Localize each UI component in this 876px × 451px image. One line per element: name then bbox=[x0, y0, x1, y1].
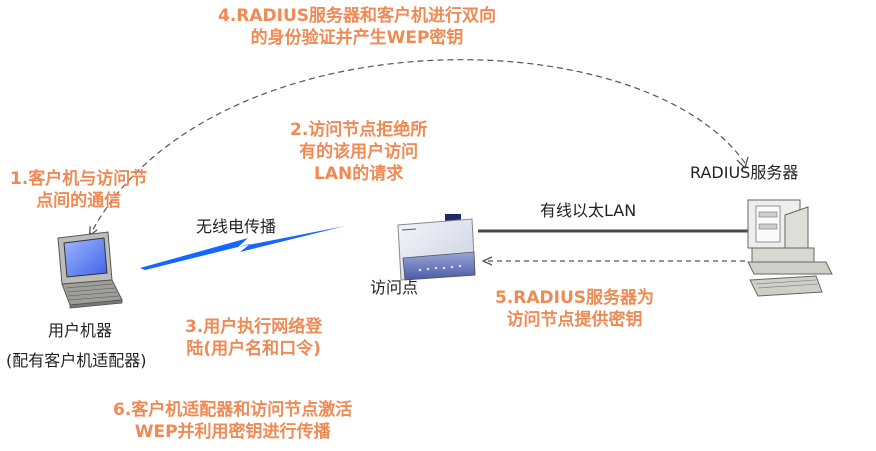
laptop-icon bbox=[57, 231, 123, 309]
step-6-label: 6.客户机适配器和访问节点激活 WEP并利用密钥进行传播 bbox=[113, 400, 353, 442]
server-computer-icon bbox=[747, 199, 833, 297]
step-2-label: 2.访问节点拒绝所 有的该用户访问 LAN的请求 bbox=[290, 120, 428, 184]
ethernet-label: 有线以太LAN bbox=[540, 201, 637, 220]
client-adapter-label: (配有客户机适配器) bbox=[6, 351, 147, 370]
arc-arrowhead-server bbox=[736, 156, 749, 170]
radius-server-label: RADIUS服务器 bbox=[690, 163, 799, 182]
access-point-icon bbox=[397, 214, 476, 281]
step-5-label: 5.RADIUS服务器为 访问节点提供密钥 bbox=[495, 288, 655, 330]
access-point-label: 访问点 bbox=[370, 278, 419, 297]
step-3-label: 3.用户执行网络登 陆(用户名和口令) bbox=[185, 317, 323, 359]
step-4-label: 4.RADIUS服务器和客户机进行双向 的身份验证并产生WEP密钥 bbox=[218, 6, 497, 48]
wireless-bolt-icon bbox=[140, 226, 345, 270]
step-1-label: 1.客户机与访问节 点间的通信 bbox=[10, 169, 148, 211]
wireless-label: 无线电传播 bbox=[196, 217, 277, 236]
user-machine-label: 用户机器 bbox=[48, 321, 113, 340]
mutual-auth-arc-arrow bbox=[90, 59, 746, 235]
